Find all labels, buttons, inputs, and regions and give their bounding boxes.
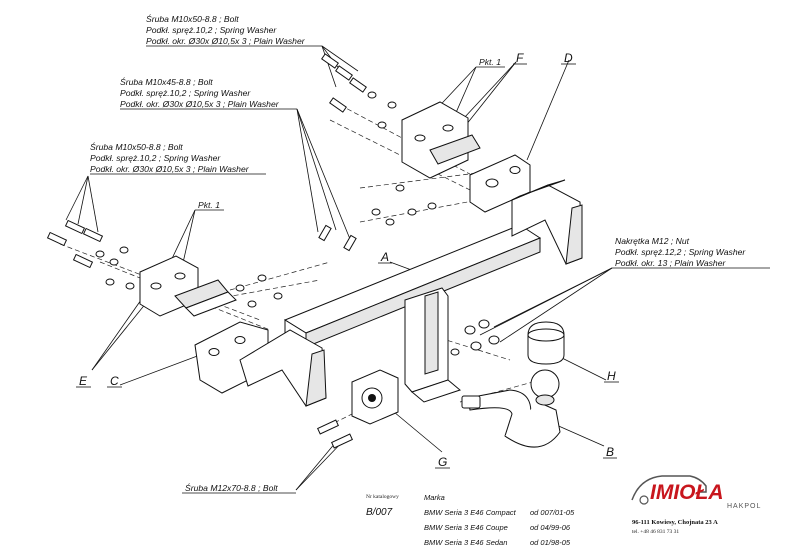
bolt-label-bottom-group: Śruba M12x70-8.8 ; Bolt xyxy=(182,482,296,494)
label-spring-washer-mid: Podkł. spręż.10,2 ; Spring Washer xyxy=(120,88,251,98)
ball-cap-h xyxy=(527,321,565,365)
bolts-left xyxy=(46,219,283,308)
label-spring-washer-nut: Podkł. spręż.12,2 ; Spring Washer xyxy=(615,247,746,257)
make-label: Marka xyxy=(424,493,445,502)
model-years-2: od 04/99-06 xyxy=(530,523,571,532)
fasteners xyxy=(46,53,500,449)
catalog-label: Nr katalogowy xyxy=(366,494,399,500)
label-bolt-mid: Śruba M10x45-8.8 ; Bolt xyxy=(120,76,213,87)
label-spring-washer-left: Podkł. spręż.10,2 ; Spring Washer xyxy=(90,153,221,163)
bolts-bottom xyxy=(317,419,353,449)
callout-b: B xyxy=(606,445,614,459)
label-spring-washer-top: Podkł. spręż.10,2 ; Spring Washer xyxy=(146,25,277,35)
logo-brand: HAKPOL xyxy=(727,503,761,510)
mounting-plate-e xyxy=(139,255,237,317)
label-bolt-bottom: Śruba M12x70-8.8 ; Bolt xyxy=(185,482,278,493)
callout-letters: A B C D E F G H xyxy=(76,51,619,469)
washers-top xyxy=(367,91,437,226)
callout-a: A xyxy=(380,250,389,264)
car-silhouette-icon xyxy=(631,475,707,505)
label-pkt-top: Pkt. 1 xyxy=(479,57,501,67)
label-bolt-left: Śruba M10x50-8.8 ; Bolt xyxy=(90,141,183,152)
label-nut: Nakrętka M12 ; Nut xyxy=(615,236,690,246)
label-plain-washer-top: Podkł. okr. Ø30x Ø10,5x 3 ; Plain Washer xyxy=(146,36,306,46)
callout-f: F xyxy=(516,51,524,65)
footer-info: Nr katalogowy B/007 Marka BMW Seria 3 E4… xyxy=(366,493,575,547)
callout-c: C xyxy=(110,374,119,388)
label-plain-washer-left: Podkł. okr. Ø30x Ø10,5x 3 ; Plain Washer xyxy=(90,164,250,174)
bolt-label-group-mid: Śruba M10x45-8.8 ; Bolt Podkł. spręż.10,… xyxy=(120,76,297,110)
nuts-right xyxy=(450,319,500,356)
catalog-number: B/007 xyxy=(366,507,393,518)
model-years-3: od 01/98-05 xyxy=(530,538,571,547)
callout-e: E xyxy=(79,374,88,388)
model-name-1: BMW Seria 3 E46 Compact xyxy=(424,508,517,517)
bolt-top-1 xyxy=(318,53,367,252)
side-bracket-c xyxy=(194,321,327,407)
logo-text: IMIOŁA xyxy=(650,481,724,504)
company-logo: IMIOŁA HAKPOL 96-111 Kowiesy, Chojnata 2… xyxy=(631,475,761,535)
electrical-socket-plate-g xyxy=(351,369,399,425)
model-name-3: BMW Seria 3 E46 Sedan xyxy=(424,538,507,547)
model-name-2: BMW Seria 3 E46 Coupe xyxy=(424,523,508,532)
bolt-label-group-top: Śruba M10x50-8.8 ; Bolt Podkł. spręż.10,… xyxy=(146,13,322,47)
label-bolt-top: Śruba M10x50-8.8 ; Bolt xyxy=(146,13,239,24)
mounting-plate-f xyxy=(401,101,481,179)
company-address: 96-111 Kowiesy, Chojnata 23 A xyxy=(632,519,718,526)
tow-ball-b xyxy=(461,369,561,448)
callout-d: D xyxy=(564,51,573,65)
side-bracket-d xyxy=(469,154,583,265)
label-pkt-left: Pkt. 1 xyxy=(198,200,220,210)
label-plain-washer-mid: Podkł. okr. Ø30x Ø10,5x 3 ; Plain Washer xyxy=(120,99,280,109)
model-years-1: od 007/01-05 xyxy=(530,508,575,517)
bolt-label-group-left: Śruba M10x50-8.8 ; Bolt Podkł. spręż.10,… xyxy=(90,141,266,175)
nut-label-group: Nakrętka M12 ; Nut Podkł. spręż.12,2 ; S… xyxy=(612,236,770,269)
center-socket-plate xyxy=(404,287,462,403)
callout-g: G xyxy=(438,455,447,469)
company-phone: tel. +48 46 831 73 31 xyxy=(632,529,679,535)
callout-h: H xyxy=(607,369,616,383)
label-plain-washer-nut: Podkł. okr. 13 ; Plain Washer xyxy=(615,258,726,268)
